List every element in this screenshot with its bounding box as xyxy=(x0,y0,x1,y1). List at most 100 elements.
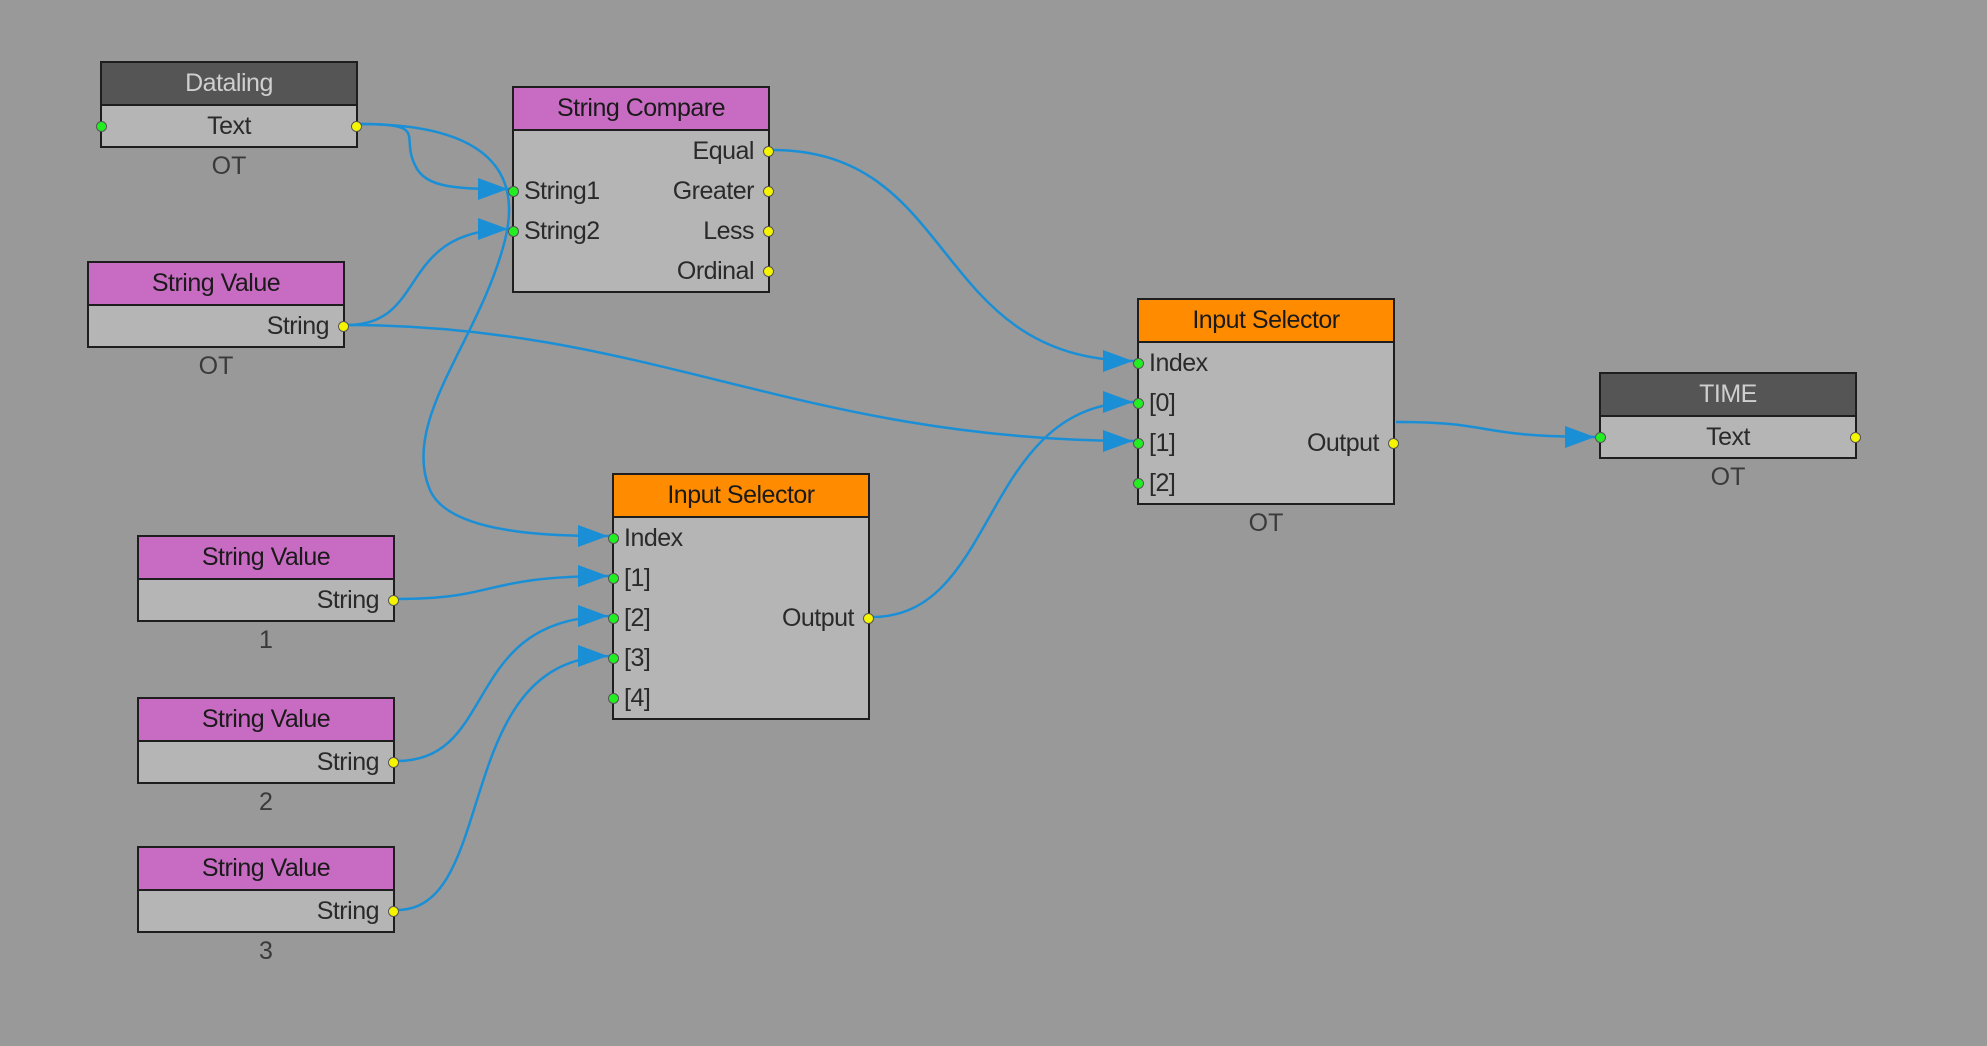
output-port[interactable] xyxy=(388,595,399,606)
port-row: Index xyxy=(1133,343,1393,383)
input-port[interactable] xyxy=(608,693,619,704)
input-port[interactable] xyxy=(508,186,519,197)
input-label: [1] xyxy=(1149,429,1176,457)
input-port[interactable] xyxy=(1133,398,1144,409)
input-port[interactable] xyxy=(1133,478,1144,489)
port-row: Text xyxy=(1595,417,1861,457)
output-port[interactable] xyxy=(388,757,399,768)
output-port[interactable] xyxy=(1388,438,1399,449)
node-caption: OT xyxy=(198,352,234,380)
wire-equal-to-index xyxy=(771,148,1138,363)
output-label: Greater xyxy=(672,177,755,205)
port-row: Ordinal xyxy=(514,251,774,291)
node-title[interactable]: Dataling xyxy=(102,63,356,106)
port-row: Index xyxy=(608,518,868,558)
port-row: Equal xyxy=(514,131,774,171)
wire-dataling-to-selector-index xyxy=(359,122,613,538)
arrowhead-icon xyxy=(1103,391,1133,413)
node-title[interactable]: String Value xyxy=(139,537,393,580)
input-port[interactable] xyxy=(608,533,619,544)
port-row: String xyxy=(139,580,399,620)
input-port[interactable] xyxy=(608,613,619,624)
input-port[interactable] xyxy=(608,653,619,664)
input-label: String2 xyxy=(524,217,600,245)
output-port[interactable] xyxy=(763,226,774,237)
output-label: Ordinal xyxy=(676,257,755,285)
output-port[interactable] xyxy=(338,321,349,332)
port-row: Text xyxy=(96,106,362,146)
wire-sv1-to-1 xyxy=(396,574,613,601)
node-title[interactable]: Input Selector xyxy=(614,475,868,518)
output-label: String xyxy=(316,897,380,925)
output-port[interactable] xyxy=(1850,432,1861,443)
port-row: [1] xyxy=(608,558,868,598)
output-port[interactable] xyxy=(763,266,774,277)
port-label: Text xyxy=(1706,423,1750,451)
output-port[interactable] xyxy=(763,146,774,157)
arrowhead-icon xyxy=(478,218,508,240)
input-port[interactable] xyxy=(508,226,519,237)
input-port[interactable] xyxy=(1133,438,1144,449)
port-row: String xyxy=(139,891,399,931)
output-label: String xyxy=(266,312,330,340)
input-label: [3] xyxy=(624,644,651,672)
node-title[interactable]: String Value xyxy=(89,263,343,306)
port-row: [3] xyxy=(608,638,868,678)
wire-sv3-to-3 xyxy=(396,654,613,912)
port-row: [1] Output xyxy=(1133,423,1399,463)
wire-output-to-time xyxy=(1395,420,1600,439)
node-caption: 3 xyxy=(259,937,273,965)
input-port[interactable] xyxy=(1133,358,1144,369)
port-row: [4] xyxy=(608,678,868,718)
input-label: [4] xyxy=(624,684,651,712)
output-label: Less xyxy=(703,217,754,245)
port-row: String1 Greater xyxy=(508,171,774,211)
arrowhead-icon xyxy=(1103,350,1133,372)
node-caption: OT xyxy=(1710,463,1746,491)
output-port[interactable] xyxy=(388,906,399,917)
output-label: Equal xyxy=(692,137,755,165)
node-caption: OT xyxy=(1248,509,1284,537)
output-label: String xyxy=(316,586,380,614)
node-title[interactable]: String Value xyxy=(139,848,393,891)
port-row: String xyxy=(139,742,399,782)
input-port[interactable] xyxy=(608,573,619,584)
arrowhead-icon xyxy=(1565,426,1595,448)
output-port[interactable] xyxy=(351,121,362,132)
node-title[interactable]: String Compare xyxy=(514,88,768,131)
output-label: Output xyxy=(781,604,855,632)
node-title[interactable]: String Value xyxy=(139,699,393,742)
node-title[interactable]: Input Selector xyxy=(1139,300,1393,343)
node-caption: 1 xyxy=(259,626,273,654)
port-label: Text xyxy=(207,112,251,140)
node-title[interactable]: TIME xyxy=(1601,374,1855,417)
wire-stringvalue-to-string2 xyxy=(346,227,513,327)
input-label: String1 xyxy=(524,177,600,205)
output-label: Output xyxy=(1306,429,1380,457)
arrowhead-icon xyxy=(1103,430,1133,452)
wire-sv2-to-2 xyxy=(396,614,613,763)
node-time[interactable]: TIME Text xyxy=(1595,372,1861,459)
output-label: String xyxy=(316,748,380,776)
output-port[interactable] xyxy=(763,186,774,197)
input-label: [0] xyxy=(1149,389,1176,417)
arrowhead-icon xyxy=(478,178,508,200)
input-port[interactable] xyxy=(1595,432,1606,443)
input-label: Index xyxy=(624,524,683,552)
node-caption: OT xyxy=(211,152,247,180)
input-label: [2] xyxy=(1149,469,1176,497)
arrowhead-icon xyxy=(578,525,608,547)
input-port[interactable] xyxy=(96,121,107,132)
output-port[interactable] xyxy=(863,613,874,624)
arrowhead-icon xyxy=(578,645,608,667)
port-row: String2 Less xyxy=(508,211,774,251)
